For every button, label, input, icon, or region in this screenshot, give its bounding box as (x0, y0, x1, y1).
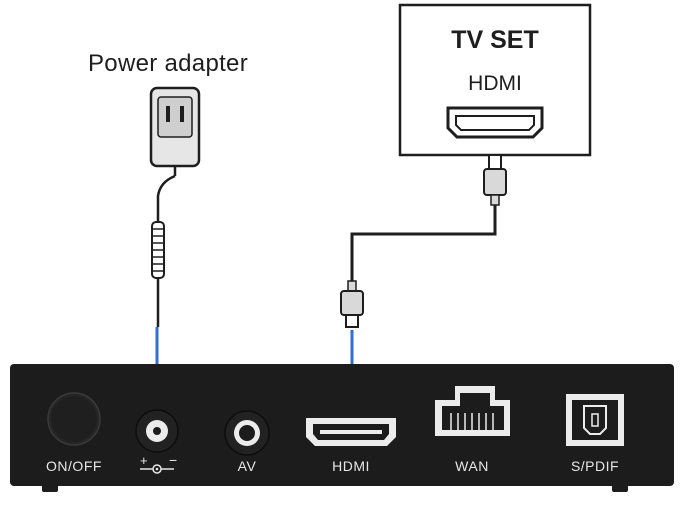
port-label-wan: WAN (455, 458, 489, 474)
dc-power-port[interactable] (135, 409, 179, 453)
port-label-hdmi: HDMI (332, 458, 370, 474)
hdmi-plug-bottom (340, 290, 364, 316)
tv-set (398, 3, 592, 157)
wan-port[interactable] (435, 386, 510, 436)
port-label-spdif: S/PDIF (570, 458, 620, 474)
svg-text:−: − (169, 452, 177, 468)
av-port[interactable] (224, 410, 270, 456)
svg-text:+: + (140, 453, 148, 468)
hdmi-plug-top (483, 168, 507, 196)
set-top-box: + − (10, 364, 674, 492)
power-adapter-face (157, 96, 193, 138)
power-cable-ferrite (151, 221, 165, 279)
power-button[interactable] (47, 392, 101, 446)
hdmi-cable-wire (350, 205, 497, 281)
hdmi-strain-relief-top (490, 194, 500, 206)
power-cable-top (156, 174, 176, 222)
power-adapter-prong-right (180, 106, 184, 122)
power-adapter-prong-left (166, 106, 170, 122)
tv-hdmi-port-icon (446, 106, 544, 139)
spdif-port[interactable] (566, 394, 624, 446)
port-label-av: AV (237, 458, 257, 474)
dc-polarity-symbol: + − (140, 452, 177, 474)
power-adapter-label: Power adapter (88, 50, 248, 77)
foot-left (42, 484, 58, 492)
hdmi-port[interactable] (306, 418, 396, 446)
tv-hdmi-label: HDMI (468, 72, 522, 95)
hdmi-strain-relief-bottom (347, 280, 357, 292)
foot-right (612, 484, 628, 492)
tv-set-title: TV SET (451, 26, 539, 54)
power-adapter (149, 86, 201, 425)
hdmi-plug-tip-bottom (345, 314, 359, 328)
hdmi-plug-tip-top (488, 154, 502, 170)
port-label-onoff: ON/OFF (46, 458, 102, 474)
